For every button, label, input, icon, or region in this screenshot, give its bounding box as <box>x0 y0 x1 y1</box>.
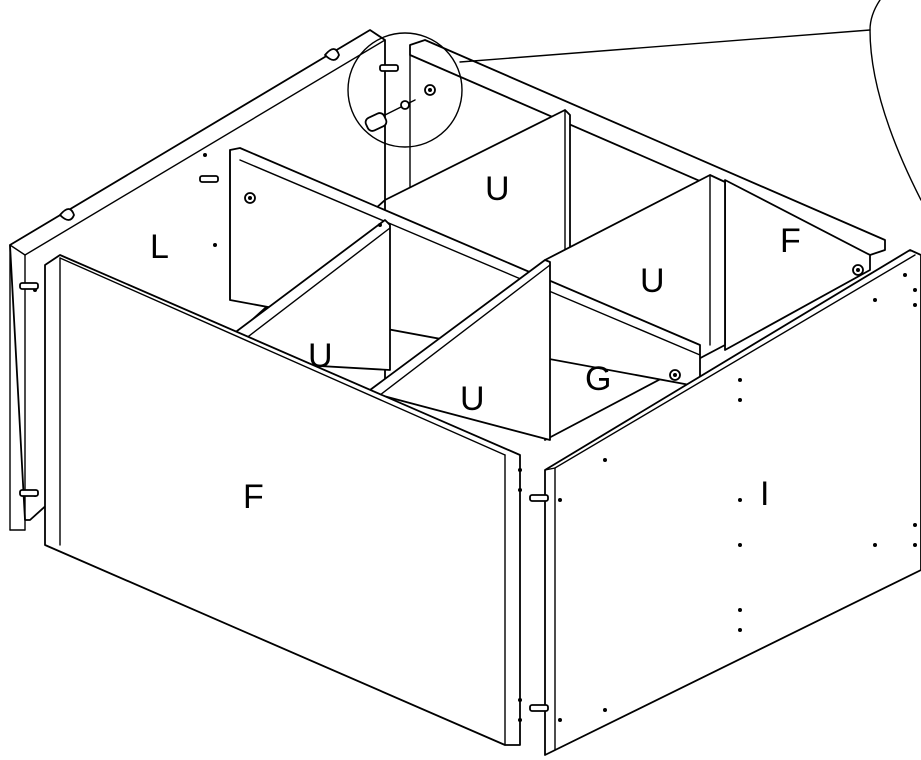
label-front-left: U <box>308 337 333 375</box>
front-panel <box>44 254 521 746</box>
label-front-center: U <box>460 380 485 418</box>
dowel-icon <box>19 64 549 712</box>
label-front-panel: F <box>243 478 264 516</box>
screwdriver-icon <box>364 99 416 132</box>
label-back-right: U <box>640 262 665 300</box>
label-right-side: I <box>760 475 769 513</box>
label-center-divider: G <box>585 360 611 398</box>
cam-bolt-icon <box>244 84 864 381</box>
cam-bolt-icon <box>59 48 340 221</box>
label-right-back: F <box>780 222 801 260</box>
magnifier-detail-icon <box>347 0 921 201</box>
label-left-side: L <box>150 228 169 266</box>
label-back-center: U <box>485 170 510 208</box>
